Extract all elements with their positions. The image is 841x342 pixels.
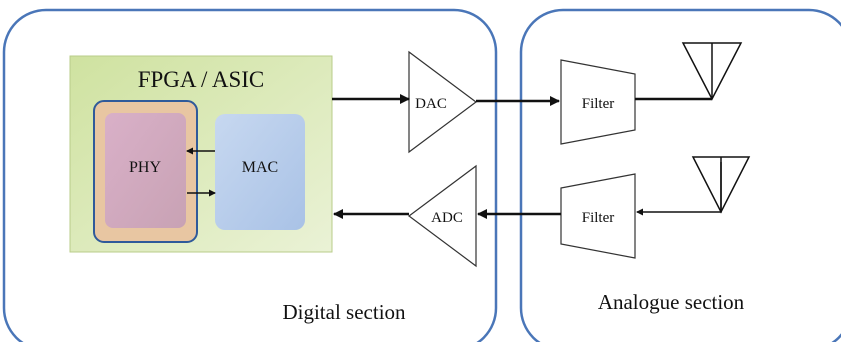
- adc-block: [407, 164, 477, 268]
- digital-section-label: Digital section: [282, 300, 406, 324]
- filter-rx-block: [560, 173, 636, 259]
- fpga-asic-label: FPGA / ASIC: [138, 67, 265, 92]
- phy-label: PHY: [129, 159, 161, 176]
- phy-block: [105, 113, 186, 228]
- analogue-section-box: [519, 8, 841, 342]
- mac-block: [215, 114, 305, 230]
- filter-rx-label: Filter: [582, 210, 615, 226]
- analogue-section-label: Analogue section: [598, 290, 745, 314]
- filter-tx-label: Filter: [582, 96, 615, 112]
- dac-label: DAC: [415, 96, 447, 112]
- digital-section-box: [2, 8, 498, 342]
- tx-antenna-icon: [681, 42, 743, 101]
- mac-label: MAC: [242, 159, 278, 176]
- adc-label: ADC: [431, 210, 463, 226]
- rx-antenna-icon: [691, 156, 751, 214]
- filter-tx-block: [560, 59, 636, 145]
